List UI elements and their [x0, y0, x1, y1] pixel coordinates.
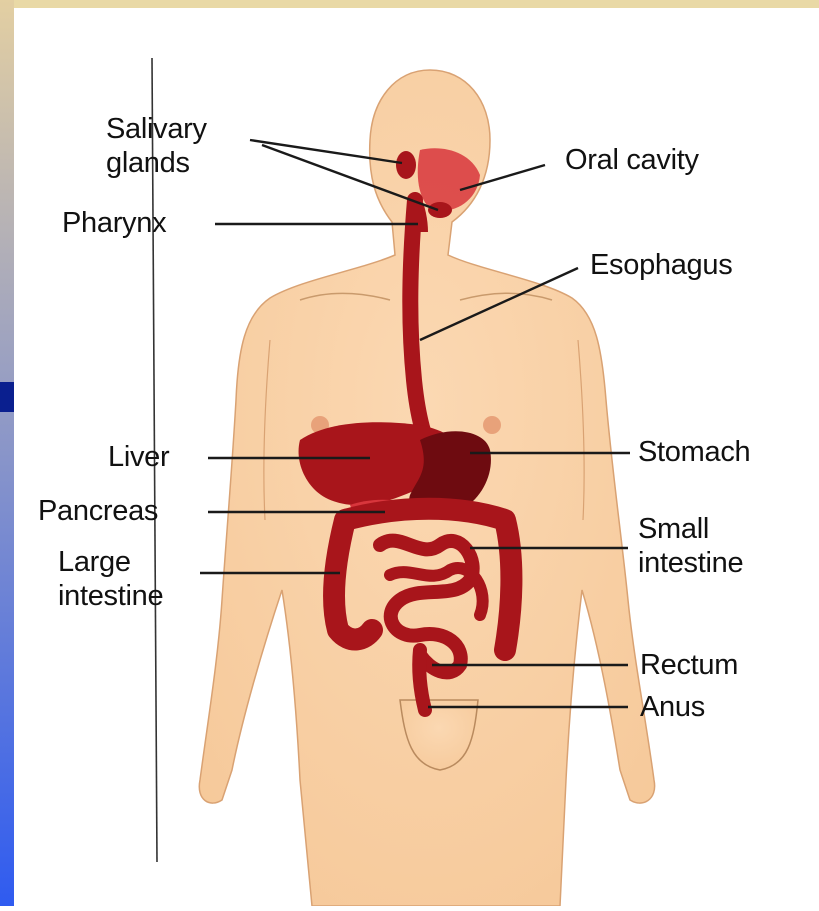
left-band — [0, 0, 14, 906]
label-small-intestine: Small intestine — [638, 512, 743, 580]
label-salivary-glands-line2: glands — [106, 146, 207, 180]
label-pharynx: Pharynx — [62, 206, 166, 240]
label-small-intestine-line1: Small — [638, 512, 743, 546]
label-pancreas: Pancreas — [38, 494, 158, 528]
label-liver: Liver — [108, 440, 169, 474]
label-small-intestine-line2: intestine — [638, 546, 743, 580]
label-salivary-glands-line1: Salivary — [106, 112, 207, 146]
accent-bar — [0, 382, 14, 412]
label-oral-cavity: Oral cavity — [565, 143, 699, 177]
label-large-intestine-line2: intestine — [58, 579, 163, 613]
label-esophagus: Esophagus — [590, 248, 732, 282]
label-salivary-glands: Salivary glands — [106, 112, 207, 180]
label-large-intestine: Large intestine — [58, 545, 163, 613]
rectum-organ — [419, 650, 425, 710]
label-rectum: Rectum — [640, 648, 738, 682]
label-anus: Anus — [640, 690, 705, 724]
label-stomach: Stomach — [638, 435, 750, 469]
label-large-intestine-line1: Large — [58, 545, 163, 579]
top-band — [0, 0, 819, 8]
